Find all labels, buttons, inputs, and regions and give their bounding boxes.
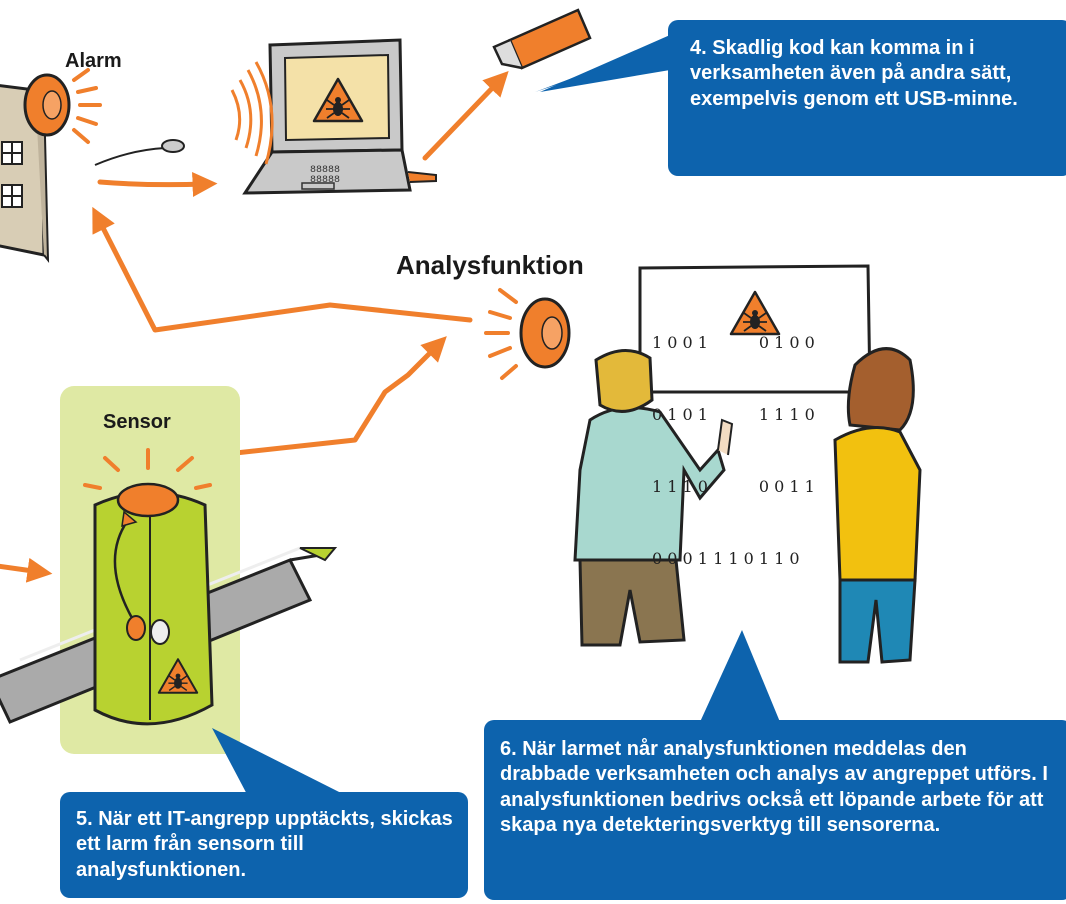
- callout-step-5: 5. När ett IT-angrepp upptäckts, skickas…: [76, 808, 453, 881]
- callout-5-box: [60, 728, 468, 898]
- analysis-beacon-icon: [484, 288, 571, 380]
- laptop-icon: 88888 88888: [242, 38, 437, 195]
- svg-text:88888: 88888: [310, 165, 340, 176]
- analysis-label: Analysfunktion: [396, 250, 584, 280]
- mouse-icon: [94, 139, 185, 166]
- sensor-label: Sensor: [103, 411, 171, 433]
- flow-arrows: [0, 70, 509, 583]
- svg-text:88888: 88888: [310, 175, 340, 186]
- binary-row: 1 0 0 1 0 1 0 0: [652, 333, 815, 352]
- alarm-beacon-icon: [23, 68, 102, 144]
- analyst-woman: [833, 347, 922, 664]
- callout-step-4: 4. Skadlig kod kan komma in i verksamhet…: [690, 37, 1018, 110]
- wireless-waves: [230, 61, 274, 165]
- sensor-panel: [0, 386, 338, 754]
- screen-binary: 1 0 0 1 0 1 0 0 0 1 0 1 1 1 1 0 1 1 1 0 …: [652, 283, 864, 595]
- callout-6-box: [484, 630, 1066, 900]
- callout-4-box: [535, 20, 1066, 176]
- usb-stick-icon: [492, 8, 592, 70]
- alarm-label: Alarm: [65, 50, 122, 72]
- binary-row: 0 1 0 1 1 1 1 0: [652, 405, 815, 424]
- binary-row: 1 1 1 0 0 0 1 1: [652, 477, 815, 496]
- analyst-man: [573, 349, 734, 647]
- callout-step-6: 6. När larmet når analysfunktionen medde…: [500, 738, 1048, 837]
- binary-row: 0 0 0 1 1 1 0 1 1 0: [652, 549, 800, 568]
